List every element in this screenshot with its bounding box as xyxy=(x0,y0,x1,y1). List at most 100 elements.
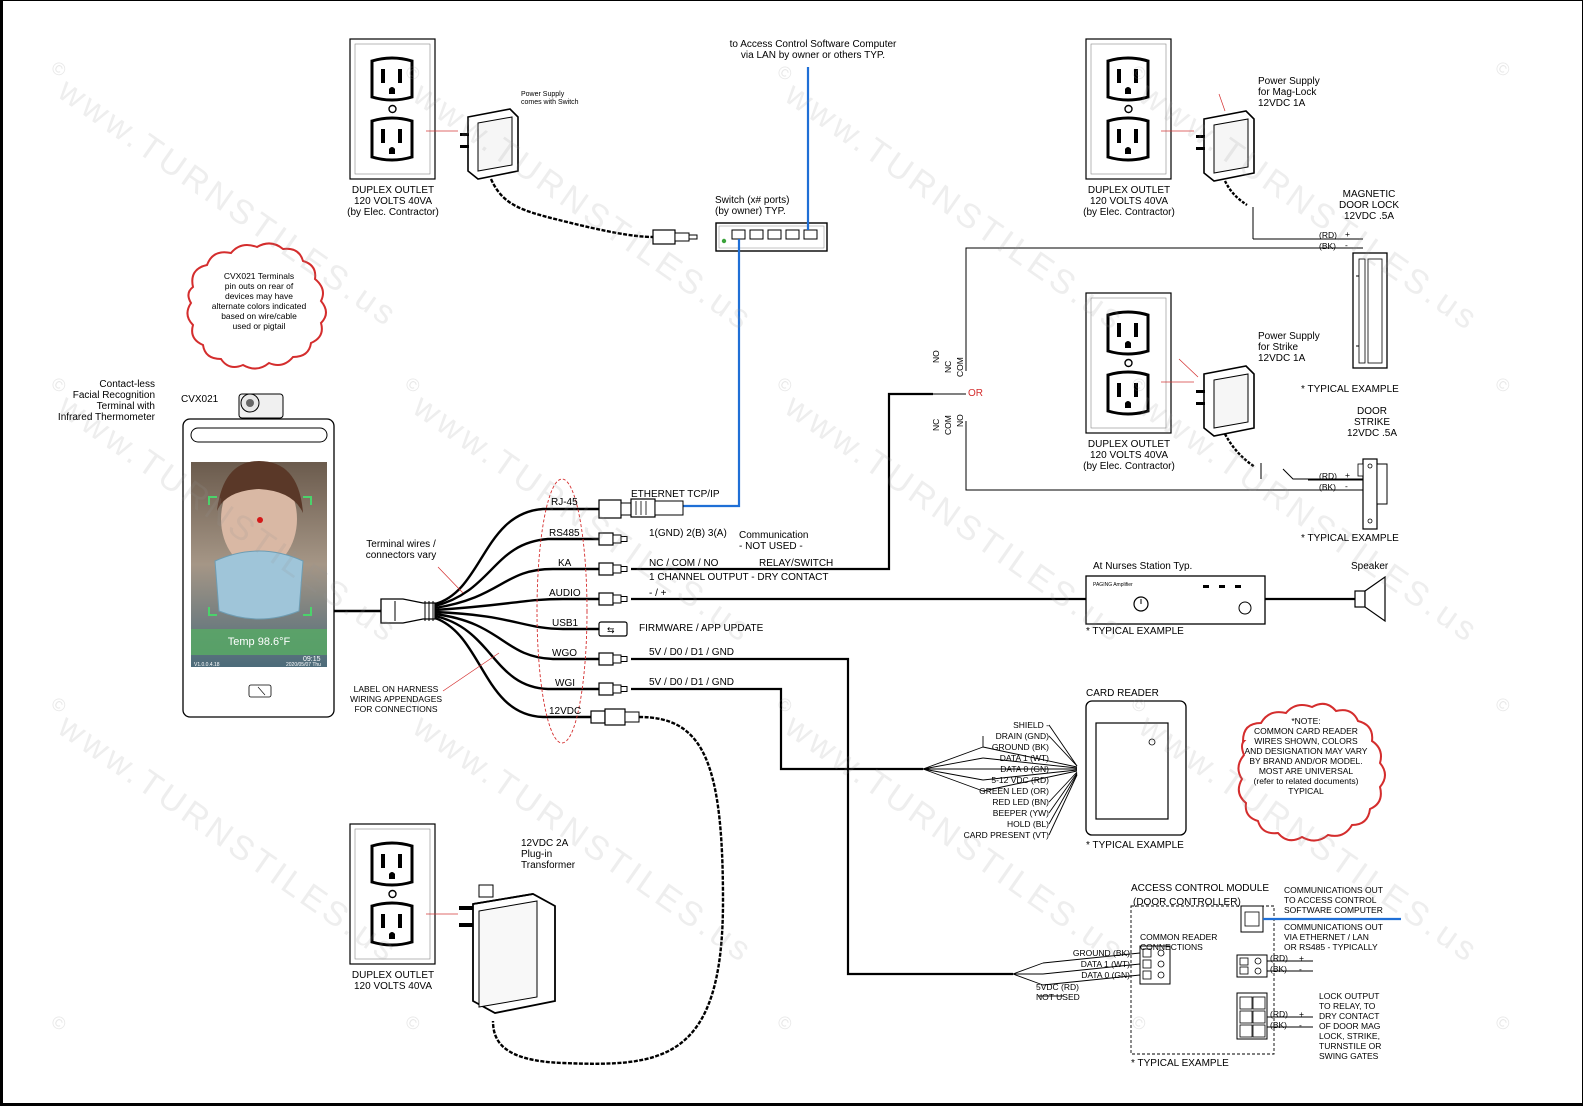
reader-wire-label: 5-12 VDC (RD) xyxy=(991,775,1049,785)
ethernet-label: ETHERNET TCP/IP xyxy=(631,489,720,500)
version-readout: V1.0.0.4.18 xyxy=(194,662,220,668)
reader-wire-label: GROUND (BK) xyxy=(991,742,1049,752)
adapter-note-line2: comes with Switch xyxy=(521,99,579,106)
reader-wire-label: SHIELD - xyxy=(1013,720,1049,730)
outlet-line2: 120 VOLTS 40VA xyxy=(1089,196,1168,207)
acm-lock-bk: (BK) xyxy=(1270,1020,1287,1030)
acm-lock-line: DRY CONTACT xyxy=(1319,1011,1380,1021)
acm-comm-line: COMMUNICATIONS OUT xyxy=(1284,922,1384,932)
acm-lock-line: LOCK, STRIKE, xyxy=(1319,1031,1380,1041)
maglock-label: MAGNETIC DOOR LOCK 12VDC .5A xyxy=(1329,189,1409,222)
cloud-note: CVX021 Terminals pin outs on rear of dev… xyxy=(196,271,322,331)
adapter-note-line1: Power Supply xyxy=(521,91,565,98)
connector-ka-label: KA xyxy=(558,558,572,569)
rs485-extra: Communication - NOT USED - xyxy=(739,530,808,552)
outlet-line2: 120 VOLTS 40VA xyxy=(1089,450,1168,461)
acm-wire-label: DATA 1 (WT) xyxy=(1080,959,1130,969)
maglock-rd: (RD) xyxy=(1319,230,1337,240)
outlet-label: DUPLEX OUTLET 120 VOLTS 40VA (by Elec. C… xyxy=(333,185,453,218)
cloud-line: used or pigtail xyxy=(232,321,286,331)
maglock-plus: + xyxy=(1345,229,1350,239)
acm-lock-rd: (RD) xyxy=(1270,1009,1288,1019)
ka-relay: RELAY/SWITCH xyxy=(759,558,834,569)
note-line: (refer to related documents) xyxy=(1253,776,1359,786)
psu-line1: Power Supply xyxy=(1258,76,1320,87)
maglock-example: * TYPICAL EXAMPLE xyxy=(1301,384,1399,395)
acm-lock-line: LOCK OUTPUT xyxy=(1319,991,1380,1001)
connector-wgo-label: WGO xyxy=(552,648,577,659)
acm-minus: - xyxy=(1299,964,1302,974)
lan-label: to Access Control Software Computer via … xyxy=(708,39,918,61)
acm-reader-label: COMMON READER CONNECTIONS xyxy=(1140,932,1217,952)
nurses-title: At Nurses Station Typ. xyxy=(1093,561,1193,572)
maglock-line1: MAGNETIC xyxy=(1342,189,1396,200)
card-reader-example: * TYPICAL EXAMPLE xyxy=(1086,840,1184,851)
acm-lock-plus: + xyxy=(1299,1009,1304,1019)
connector-12vdc-label: 12VDC xyxy=(549,706,582,717)
rs485-extra-line: Communication xyxy=(739,530,809,541)
acm-title: ACCESS CONTROL MODULE xyxy=(1131,883,1269,894)
relay-nc-label: NC xyxy=(943,360,953,373)
harness-label-line: LABEL ON HARNESS xyxy=(353,684,439,694)
reader-wire-label: DRAIN (GND) xyxy=(995,731,1049,741)
nurses-example: * TYPICAL EXAMPLE xyxy=(1086,626,1184,637)
card-reader-note: *NOTE: COMMON CARD READER WIRES SHOWN, C… xyxy=(1231,716,1381,796)
reader-wire-label: GREEN LED (OR) xyxy=(979,786,1049,796)
rs485-pins: 1(GND) 2(B) 3(A) xyxy=(649,528,727,539)
terminal-desc-line: Contact-less xyxy=(99,379,155,390)
acm-wires: GROUND (BK) DATA 1 (WT) DATA 0 (GN) xyxy=(1018,948,1130,981)
acm-lock-minus: - xyxy=(1299,1020,1302,1030)
outlet-line2: 120 VOLTS 40VA xyxy=(353,981,432,992)
connector-wgi-label: WGI xyxy=(555,678,575,689)
relay-or-label: OR xyxy=(968,388,983,399)
strike-line3: 12VDC .5A xyxy=(1346,428,1398,439)
note-line: AND DESIGNATION MAY VARY xyxy=(1244,746,1368,756)
strike-plus: + xyxy=(1345,470,1350,480)
card-reader-wires: SHIELD - DRAIN (GND) GROUND (BK) DATA 1 … xyxy=(933,720,1049,841)
date-readout: 2020/05/07 Thu xyxy=(286,662,321,668)
outlet-line1: DUPLEX OUTLET xyxy=(1087,185,1171,196)
switch-line2: (by owner) TYP. xyxy=(715,206,786,217)
strike-line2: STRIKE xyxy=(1353,417,1391,428)
outlet-label: DUPLEX OUTLET 120 VOLTS 40VA xyxy=(333,970,453,992)
acm-example: * TYPICAL EXAMPLE xyxy=(1131,1058,1229,1069)
acm-comm-line: VIA ETHERNET / LAN xyxy=(1284,932,1369,942)
acm-reader-line: CONNECTIONS xyxy=(1140,942,1203,952)
note-line: WIRES SHOWN, COLORS xyxy=(1254,736,1358,746)
acm-bk: (BK) xyxy=(1270,964,1287,974)
amplifier-brand: PAGING Amplifier xyxy=(1093,582,1133,588)
maglock-minus: - xyxy=(1345,240,1348,250)
harness-note: Terminal wires / connectors vary xyxy=(355,539,447,561)
switch-line1: Switch (x# ports) xyxy=(715,195,790,206)
harness-label-line: WIRING APPENDAGES xyxy=(349,694,443,704)
outlet-line3: (by Elec. Contractor) xyxy=(347,207,439,218)
outlet-label: DUPLEX OUTLET 120 VOLTS 40VA (by Elec. C… xyxy=(1069,185,1189,218)
transformer-label: 12VDC 2A Plug-in Transformer xyxy=(521,838,575,871)
acm-comm-line: SOFTWARE COMPUTER xyxy=(1284,905,1383,915)
adapter-note: Power Supply comes with Switch xyxy=(521,91,579,107)
note-line: BY BRAND AND/OR MODEL. xyxy=(1249,756,1363,766)
psu-line3: 12VDC 1A xyxy=(1258,353,1306,364)
acm-comm-line: COMMUNICATIONS OUT xyxy=(1284,885,1384,895)
outlet-line1: DUPLEX OUTLET xyxy=(351,185,435,196)
wiring-drawing: ⇆ xyxy=(182,37,1401,1065)
speaker-label: Speaker xyxy=(1351,561,1389,572)
temperature-readout: Temp 98.6°F xyxy=(227,636,291,648)
transformer-line: 12VDC 2A xyxy=(521,838,569,849)
acm-lock-line: OF DOOR MAG xyxy=(1319,1021,1381,1031)
wgi-pins: 5V / D0 / D1 / GND xyxy=(649,677,735,688)
reader-wire-label: HOLD (BL) xyxy=(1006,819,1049,829)
acm-comm-via: COMMUNICATIONS OUT VIA ETHERNET / LAN OR… xyxy=(1284,922,1383,952)
connector-rs485-label: RS485 xyxy=(549,528,580,539)
terminal-model: CVX021 xyxy=(181,394,219,405)
acm-lock-line: SWING GATES xyxy=(1319,1051,1379,1061)
terminal-desc-line: Infrared Thermometer xyxy=(57,412,155,423)
audio-pins: - / + xyxy=(649,588,667,599)
acm-comm-line: OR RS485 - TYPICALLY xyxy=(1284,942,1378,952)
connector-rj45-label: RJ-45 xyxy=(551,497,578,508)
wgo-pins: 5V / D0 / D1 / GND xyxy=(649,647,735,658)
reader-wire-label: BEEPER (YW) xyxy=(992,808,1049,818)
relay-nc-label: NC xyxy=(931,418,941,431)
lan-line1: to Access Control Software Computer xyxy=(729,39,897,50)
